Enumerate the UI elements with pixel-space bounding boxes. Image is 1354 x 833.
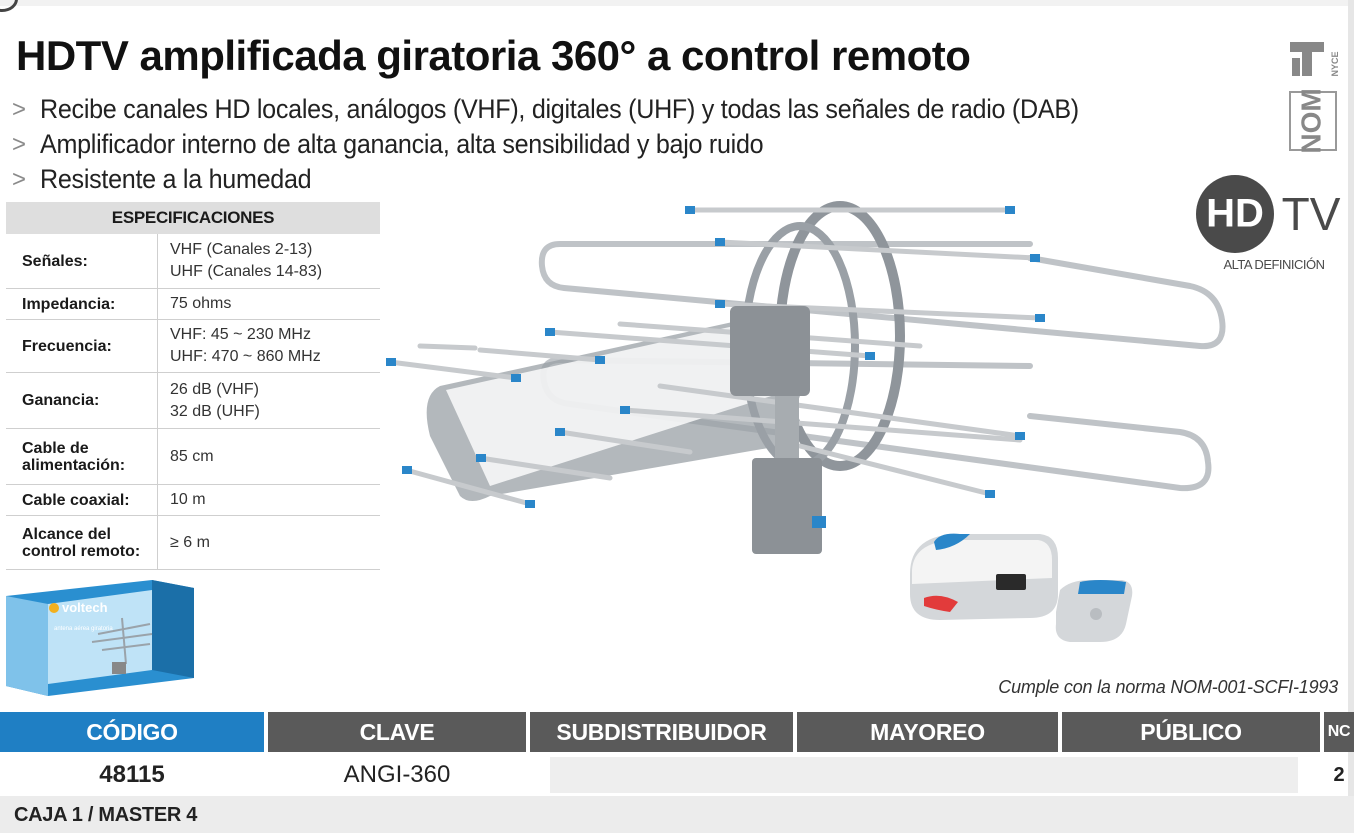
- cell-codigo: 48115: [99, 761, 165, 788]
- header-publico: PÚBLICO: [1062, 712, 1320, 752]
- spec-value: 85 cm: [157, 428, 380, 485]
- packaging-text: CAJA 1 / MASTER 4: [14, 804, 198, 826]
- spec-label: Cable de alimentación:: [6, 428, 158, 485]
- feature-text: Recibe canales HD locales, análogos (VHF…: [40, 94, 1079, 124]
- chevron-right-icon: >: [12, 95, 27, 123]
- spec-label: Ganancia:: [6, 372, 158, 429]
- mount-bracket: [752, 458, 822, 554]
- spec-label: Cable coaxial:: [6, 484, 158, 516]
- tv-text: TV: [1282, 188, 1341, 240]
- spec-value: 75 ohms: [157, 288, 380, 320]
- spec-value-line: 26 dB (VHF): [170, 380, 259, 398]
- spec-value-line: VHF: 45 ~ 230 MHz: [170, 326, 311, 343]
- corner-decoration: [0, 0, 18, 12]
- spec-value: VHF (Canales 2-13) UHF (Canales 14-83): [157, 234, 380, 289]
- header-mayoreo: MAYOREO: [797, 712, 1058, 752]
- spec-row: Alcance del control remoto: ≥ 6 m: [6, 515, 380, 570]
- feature-text: Resistente a la humedad: [40, 164, 312, 194]
- base-led: [924, 595, 958, 612]
- feature-list: > Recibe canales HD locales, análogos (V…: [12, 92, 1157, 197]
- box-brand: voltech: [62, 600, 108, 615]
- chevron-right-icon: >: [12, 165, 27, 193]
- spec-row: Cable coaxial: 10 m: [6, 484, 380, 516]
- spec-label-line: Alcance del: [22, 525, 111, 543]
- spec-value-line: UHF: 470 ~ 860 MHz: [170, 348, 321, 365]
- hdtv-logo: HD TV ALTA DEFINICIÓN: [1196, 175, 1341, 272]
- product-title: HDTV amplificada giratoria 360° a contro…: [16, 32, 971, 79]
- rotor-housing: [730, 306, 810, 396]
- cell-clave: ANGI-360: [343, 761, 451, 788]
- packaging-footer: CAJA 1 / MASTER 4: [0, 796, 1354, 833]
- product-box-image: voltech antena aérea giratoria: [6, 580, 194, 696]
- spec-label: Frecuencia:: [6, 319, 158, 373]
- header-clave: CLAVE: [268, 712, 526, 752]
- spec-value-line: VHF (Canales 2-13): [170, 241, 313, 258]
- spec-value: ≥ 6 m: [157, 515, 380, 570]
- spec-row: Ganancia: 26 dB (VHF) 32 dB (UHF): [6, 372, 380, 429]
- box-caption: antena aérea giratoria: [54, 626, 113, 632]
- header-nc: NC: [1324, 712, 1354, 752]
- spec-row: Señales: VHF (Canales 2-13) UHF (Canales…: [6, 234, 380, 289]
- spec-label: Señales:: [6, 234, 158, 289]
- header-subdistribuidor: SUBDISTRIBUIDOR: [530, 712, 793, 752]
- nom-text: NOM: [1295, 88, 1326, 153]
- antenna-elements: [387, 207, 1043, 507]
- spec-label-line: alimentación:: [22, 456, 126, 474]
- spec-label-line: control remoto:: [22, 542, 141, 560]
- spec-label-line: Cable de: [22, 439, 89, 457]
- spec-label: Impedancia:: [6, 288, 158, 320]
- specifications-table: ESPECIFICACIONES Señales: VHF (Canales 2…: [6, 202, 380, 570]
- upper-loop: [538, 241, 1226, 350]
- base-display: [996, 574, 1026, 590]
- nom-certification-badge: NYCE NOM: [1289, 42, 1340, 154]
- spec-value: 10 m: [157, 484, 380, 516]
- nyce-icon: NYCE: [1290, 42, 1340, 77]
- specifications-heading: ESPECIFICACIONES: [6, 202, 380, 234]
- right-edge: [1348, 0, 1354, 833]
- spec-value: VHF: 45 ~ 230 MHz UHF: 470 ~ 860 MHz: [157, 319, 380, 373]
- hd-subtitle: ALTA DEFINICIÓN: [1223, 257, 1324, 272]
- top-bar: [0, 0, 1354, 6]
- hd-text: HD: [1206, 192, 1264, 236]
- remote-control-image: [910, 533, 1133, 642]
- feature-text: Amplificador interno de alta ganancia, a…: [40, 129, 764, 159]
- chevron-right-icon: >: [12, 130, 27, 158]
- price-cells-placeholder: [550, 757, 1298, 793]
- feature-item: > Amplificador interno de alta ganancia,…: [12, 127, 1157, 162]
- spec-value: 26 dB (VHF) 32 dB (UHF): [157, 372, 380, 429]
- spec-label: Alcance del control remoto:: [6, 515, 158, 570]
- spec-row: Cable de alimentación: 85 cm: [6, 428, 380, 485]
- spec-value-line: UHF (Canales 14-83): [170, 263, 323, 280]
- feature-item: > Recibe canales HD locales, análogos (V…: [12, 92, 1157, 127]
- cell-nc: 2: [1333, 763, 1345, 786]
- nom-frame: [1289, 91, 1337, 151]
- spec-row: Impedancia: 75 ohms: [6, 288, 380, 320]
- spec-value-line: 32 dB (UHF): [170, 402, 260, 420]
- compliance-note: Cumple con la norma NOM-001-SCFI-1993: [998, 677, 1338, 697]
- feature-item: > Resistente a la humedad: [12, 162, 1157, 197]
- header-codigo: CÓDIGO: [0, 712, 264, 752]
- nyce-text: NYCE: [1330, 51, 1340, 76]
- hd-circle-icon: [1196, 175, 1274, 253]
- spec-row: Frecuencia: VHF: 45 ~ 230 MHz UHF: 470 ~…: [6, 319, 380, 373]
- element-tips: [386, 206, 1045, 508]
- antenna-image: [386, 201, 1226, 554]
